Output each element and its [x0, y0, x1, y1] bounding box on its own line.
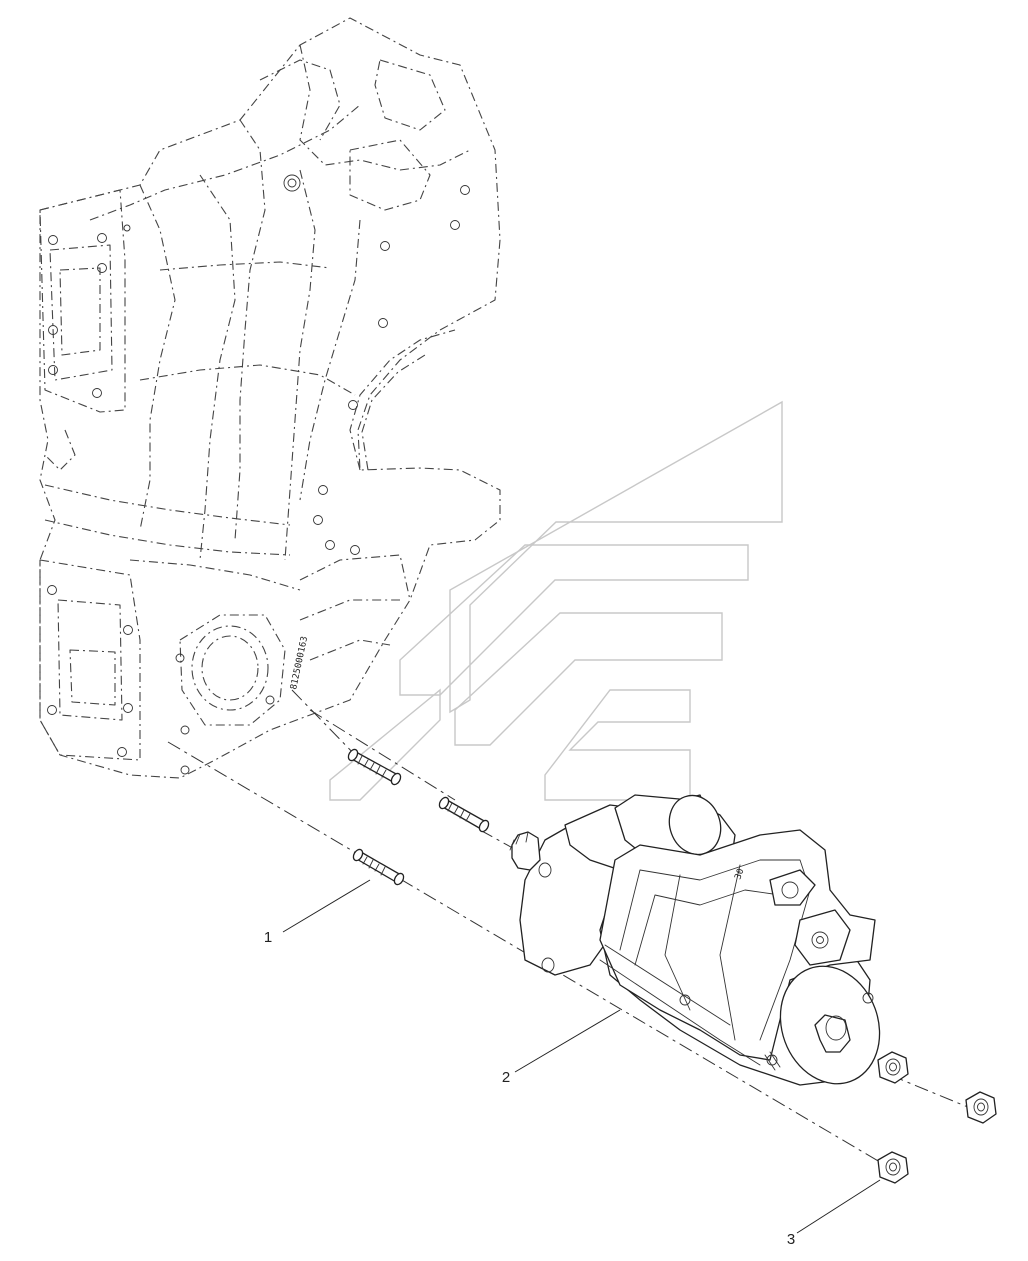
callout-leaders	[282, 879, 881, 1234]
starter-motor: 30	[509, 794, 881, 1086]
stud-upper-left	[347, 748, 402, 786]
callout-3: 3	[787, 1231, 795, 1248]
housing-marking: 8125000163	[289, 636, 310, 691]
callout-1: 1	[264, 929, 272, 946]
callout-2: 2	[502, 1069, 510, 1086]
flange-nut-lower	[877, 1151, 909, 1184]
watermark-logo	[329, 400, 783, 801]
housing-bolt-holes	[47, 174, 470, 775]
flange-nut-upper	[877, 1051, 909, 1084]
stud-lower	[352, 848, 405, 886]
stud-upper-right	[438, 796, 490, 833]
flywheel-housing	[39, 17, 501, 779]
svg-text:30: 30	[733, 867, 746, 881]
flange-nut-right	[965, 1091, 997, 1124]
